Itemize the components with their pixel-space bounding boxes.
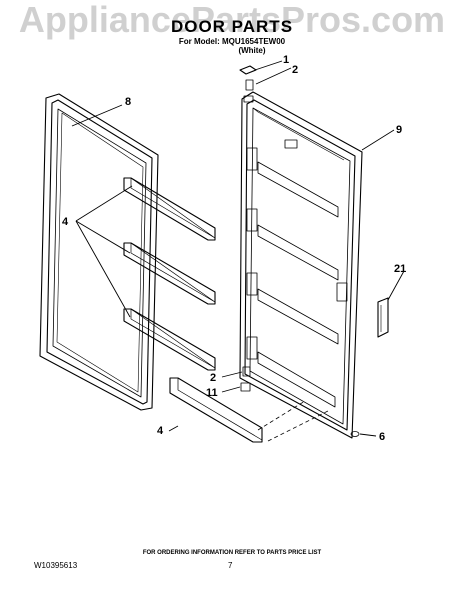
top-hinge-parts xyxy=(239,65,257,103)
callout-4-shelves: 4 xyxy=(62,216,69,228)
alignment-lines xyxy=(257,400,331,442)
screw xyxy=(350,431,360,437)
color-line: (White) xyxy=(238,46,266,55)
door-handle xyxy=(377,297,389,338)
watermark: AppliancePartsPros.com xyxy=(18,0,446,40)
bottom-hinge-parts xyxy=(240,366,251,392)
callout-6: 6 xyxy=(379,431,385,443)
door-gasket xyxy=(39,93,159,411)
callout-numbers: 1 2 8 9 4 21 2 11 4 6 xyxy=(62,54,406,443)
model-line: For Model: MQU1654TEW00 xyxy=(178,37,286,46)
door-liner-assembly xyxy=(239,91,363,439)
door-shelf-lower xyxy=(123,308,216,371)
callout-21: 21 xyxy=(394,263,406,275)
document-number: W10395613 xyxy=(34,561,78,570)
callout-1: 1 xyxy=(283,54,289,66)
door-shelf-upper xyxy=(123,177,216,241)
callout-2-top: 2 xyxy=(292,64,298,76)
page-title: DOOR PARTS xyxy=(170,17,294,36)
leader-line-8 xyxy=(71,104,123,127)
ordering-note: FOR ORDERING INFORMATION REFER TO PARTS … xyxy=(142,550,322,556)
callout-9: 9 xyxy=(396,124,402,136)
page-number: 7 xyxy=(228,561,233,570)
bottom-door-shelf xyxy=(169,377,263,443)
leader-lines xyxy=(168,60,405,437)
door-shelf-middle xyxy=(123,242,216,305)
callout-4-bottom: 4 xyxy=(157,425,164,437)
leader-lines-shelves xyxy=(75,185,133,318)
callout-8: 8 xyxy=(125,96,131,108)
callout-11: 11 xyxy=(206,387,218,399)
callout-2-bottom: 2 xyxy=(210,372,216,384)
